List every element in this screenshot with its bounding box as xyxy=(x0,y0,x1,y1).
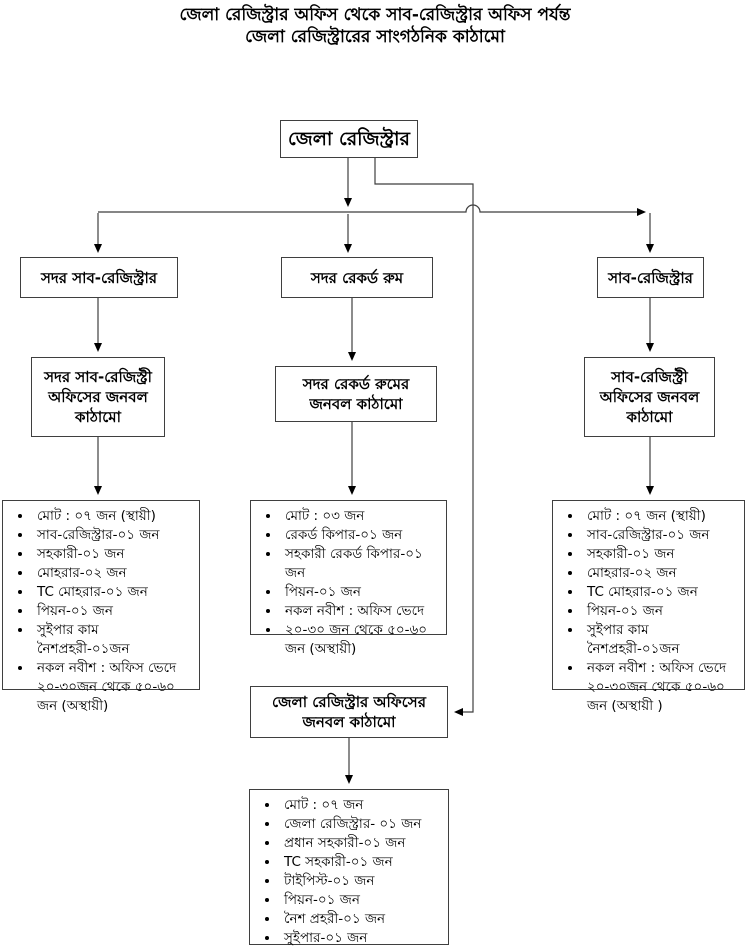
list-district-registrar-office-staff: মোট : ০৭ জনজেলা রেজিস্ট্রার- ০১ জনপ্রধান… xyxy=(249,789,449,948)
chart-title-line1: জেলা রেজিস্ট্রার অফিস থেকে সাব-রেজিস্ট্র… xyxy=(179,5,571,25)
list-sadar-record-room-staff: মোট : ০৩ জনরেকর্ড কিপার-০১ জনসহকারী রেকর… xyxy=(250,500,447,657)
node-district-registrar: জেলা রেজিস্ট্রার xyxy=(280,120,418,158)
list-item: TC মোহরার-০১ জন xyxy=(33,583,195,602)
list-item: মোহরার-০২ জন xyxy=(33,564,195,583)
list-item: রেকর্ড কিপার-০১ জন xyxy=(281,526,442,545)
node-sadar-record-room: সদর রেকর্ড রুম xyxy=(281,257,433,298)
node-label: সাব-রেজিস্ট্রী অফিসের জনবল কাঠামো xyxy=(599,368,700,426)
node-label: সদর সাব-রেজিস্ট্রী অফিসের জনবল কাঠামো xyxy=(44,368,152,426)
staff-list: মোট : ০৭ জন (স্থায়ী)সাব-রেজিস্ট্রার-০১ … xyxy=(3,507,199,716)
chart-title-line2: জেলা রেজিস্ট্রারের সাংগঠনিক কাঠামো xyxy=(245,27,505,47)
list-item: পিয়ন-০১ জন xyxy=(33,602,195,621)
list-item: মোট : ০৭ জন xyxy=(280,796,444,815)
list-item: নকল নবীশ : অফিস ভেদে ২০-৩০জন থেকে ৫০-৬০ … xyxy=(33,659,195,716)
node-label: জেলা রেজিস্ট্রার অফিসের জনবল কাঠামো xyxy=(272,693,426,731)
node-label: সাব-রেজিস্ট্রার xyxy=(608,268,693,287)
list-item: মোহরার-০২ জন xyxy=(583,564,740,583)
staff-list: মোট : ০৭ জনজেলা রেজিস্ট্রার- ০১ জনপ্রধান… xyxy=(250,796,448,948)
list-item: সুইপার-০১ জন xyxy=(280,929,444,948)
list-item: পিয়ন-০১ জন xyxy=(280,891,444,910)
staff-list: মোট : ০৩ জনরেকর্ড কিপার-০১ জনসহকারী রেকর… xyxy=(251,507,446,659)
list-item: পিয়ন-০১ জন xyxy=(583,602,740,621)
node-sadar-sub-registry-office-staff: সদর সাব-রেজিস্ট্রী অফিসের জনবল কাঠামো xyxy=(31,357,165,437)
node-label: জেলা রেজিস্ট্রার xyxy=(288,128,410,150)
node-sub-registry-office-staff: সাব-রেজিস্ট্রী অফিসের জনবল কাঠামো xyxy=(584,357,715,437)
list-item: সুইপার কাম নৈশপ্রহরী-০১জন xyxy=(583,621,740,659)
list-item: ২০-৩০ জন থেকে ৫০-৬০ জন (অস্থায়ী) xyxy=(281,621,442,659)
list-item: পিয়ন-০১ জন xyxy=(281,583,442,602)
list-item: সাব-রেজিস্ট্রার-০১ জন xyxy=(583,526,740,545)
list-item: মোট : ০৭ জন (স্থায়ী) xyxy=(583,507,740,526)
list-item: TC সহকারী-০১ জন xyxy=(280,853,444,872)
node-label: সদর রেকর্ড রুম xyxy=(310,268,404,287)
list-item: সুইপার কাম নৈশপ্রহরী-০১জন xyxy=(33,621,195,659)
list-item: সাব-রেজিস্ট্রার-০১ জন xyxy=(33,526,195,545)
node-sadar-sub-registrar: সদর সাব-রেজিস্ট্রার xyxy=(20,257,178,298)
list-item: জেলা রেজিস্ট্রার- ০১ জন xyxy=(280,815,444,834)
list-sadar-sub-registry-staff: মোট : ০৭ জন (স্থায়ী)সাব-রেজিস্ট্রার-০১ … xyxy=(2,500,200,714)
list-item: মোট : ০৭ জন (স্থায়ী) xyxy=(33,507,195,526)
list-item: সহকারী রেকর্ড কিপার-০১ জন xyxy=(281,545,442,583)
list-sub-registry-staff: মোট : ০৭ জন (স্থায়ী)সাব-রেজিস্ট্রার-০১ … xyxy=(552,500,745,714)
node-label: সদর সাব-রেজিস্ট্রার xyxy=(40,268,158,287)
list-item: নকল নবীশ : অফিস ভেদে ২০-৩০জন থেকে ৫০-৬০ … xyxy=(583,659,740,716)
chart-title: জেলা রেজিস্ট্রার অফিস থেকে সাব-রেজিস্ট্র… xyxy=(0,4,750,48)
node-district-registrar-office-staff: জেলা রেজিস্ট্রার অফিসের জনবল কাঠামো xyxy=(250,686,448,738)
list-item: প্রধান সহকারী-০১ জন xyxy=(280,834,444,853)
staff-list: মোট : ০৭ জন (স্থায়ী)সাব-রেজিস্ট্রার-০১ … xyxy=(553,507,744,716)
list-item: সহকারী-০১ জন xyxy=(583,545,740,564)
list-item: সহকারী-০১ জন xyxy=(33,545,195,564)
node-sub-registrar: সাব-রেজিস্ট্রার xyxy=(597,257,704,298)
list-item: TC মোহরার-০১ জন xyxy=(583,583,740,602)
list-item: নকল নবীশ : অফিস ভেদে xyxy=(281,602,442,621)
list-item: টাইপিস্ট-০১ জন xyxy=(280,872,444,891)
node-sadar-record-room-staff: সদর রেকর্ড রুমের জনবল কাঠামো xyxy=(275,366,437,422)
node-label: সদর রেকর্ড রুমের জনবল কাঠামো xyxy=(302,375,410,413)
list-item: নৈশ প্রহরী-০১ জন xyxy=(280,910,444,929)
list-item: মোট : ০৩ জন xyxy=(281,507,442,526)
